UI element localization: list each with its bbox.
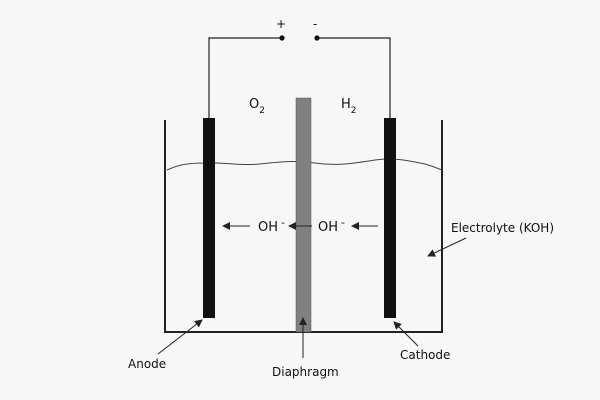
- positive-terminal: [279, 35, 285, 41]
- cathode-electrode: [384, 118, 396, 318]
- cathode-pointer: [393, 321, 419, 347]
- anode-pointer: [157, 319, 203, 355]
- cathode-wire: [317, 37, 391, 118]
- diaphragm-label: Diaphragm: [272, 365, 339, 379]
- electrolyte-label: Electrolyte (KOH): [451, 221, 554, 235]
- anode-electrode: [203, 118, 215, 318]
- negative-terminal-label: -: [313, 17, 317, 31]
- anode-label: Anode: [128, 357, 166, 371]
- negative-terminal: [314, 35, 320, 41]
- cathode-label: Cathode: [400, 348, 450, 362]
- oxygen-label: O2: [249, 97, 265, 116]
- diaphragm: [295, 97, 312, 333]
- hydrogen-label: H2: [341, 97, 357, 116]
- hydroxide-ion-right: OH-: [318, 216, 345, 235]
- hydroxide-ion-left: OH-: [258, 216, 285, 235]
- positive-terminal-label: +: [276, 17, 286, 31]
- electrolyte-pointer: [427, 237, 467, 257]
- anode-wire: [208, 37, 282, 118]
